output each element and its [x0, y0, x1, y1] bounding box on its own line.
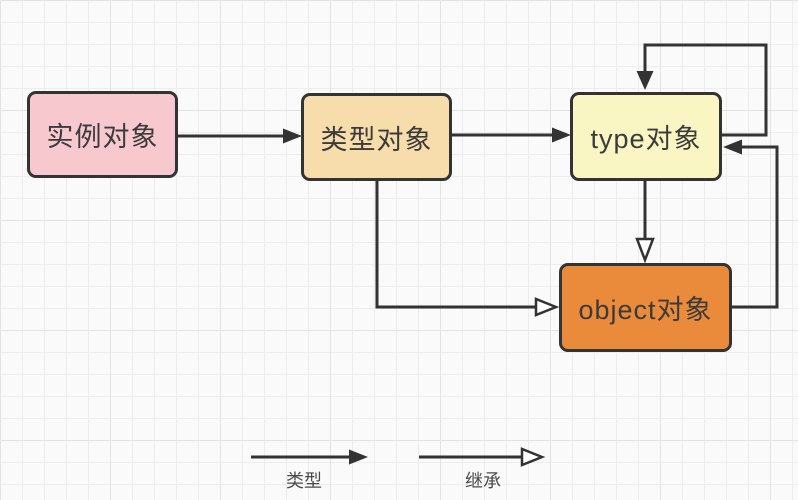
node-type-object: type对象	[570, 92, 722, 181]
edge-class-to-object-inherit-arrow	[375, 181, 560, 317]
edge-instance-to-class-type-arrow	[178, 128, 302, 144]
node-class-object: 类型对象	[301, 93, 452, 181]
legend-type-label: 类型	[286, 471, 322, 491]
node-object-object: object对象	[559, 263, 732, 352]
edge-type-to-object-inherit-arrow	[635, 181, 655, 264]
legend-type-arrow-icon	[251, 449, 368, 465]
node-instance-object: 实例对象	[27, 91, 178, 178]
legend-inherit-arrow-icon	[419, 447, 546, 467]
legend-inherit-label: 继承	[465, 471, 501, 491]
edge-class-to-type-type-arrow	[452, 127, 571, 143]
